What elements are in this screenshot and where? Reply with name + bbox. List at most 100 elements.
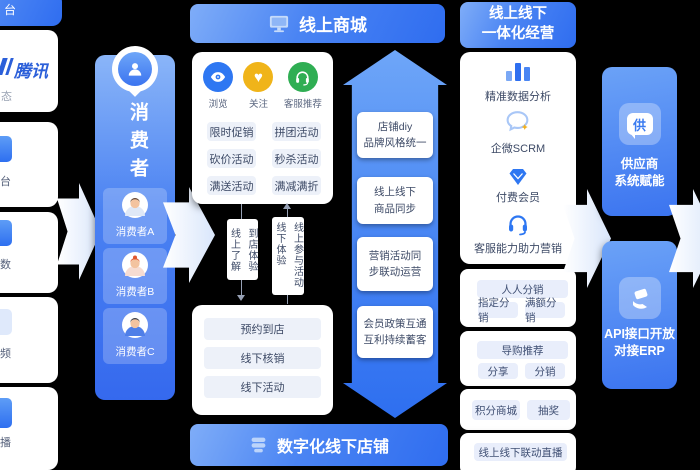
distribution-main-button[interactable]: 人人分销 [477, 280, 568, 298]
data-icon [0, 220, 12, 246]
tencent-partial-text: 态 [1, 91, 12, 103]
lottery-button[interactable]: 抽奖 [527, 400, 570, 420]
integration-title-line1: 线上线下 [489, 6, 547, 23]
channel-follow-label: 关注 [248, 99, 268, 110]
activity-button[interactable]: 拼团活动 [272, 122, 321, 141]
live-card: 线上线下联动直播 [460, 433, 576, 470]
left-top-box: 台 [0, 0, 62, 26]
offline-store-banner: 数字化线下店铺 [190, 424, 448, 466]
sync-item-text: 店铺diy [377, 120, 413, 133]
sync-item-3: 营销活动同 步联动运营 [357, 237, 433, 291]
feature-label: 付费会员 [496, 192, 540, 204]
sync-item-text: 步联动运营 [368, 266, 422, 278]
points-mall-button[interactable]: 积分商城 [472, 400, 520, 420]
offline-button[interactable]: 预约到店 [204, 318, 321, 340]
connector-text: 线下体验 [274, 222, 285, 266]
left-card-2-label: 数 [0, 259, 11, 271]
connector-line [287, 209, 288, 217]
offline-store-card: 预约到店 线下核销 线下活动 [192, 305, 333, 415]
store-icon [251, 437, 266, 453]
monitor-icon [269, 15, 289, 32]
connector-offline-to-online: 线下体验 线上参与活动 [272, 217, 304, 295]
connector-online-to-offline: 线上了解 到店体验 [227, 219, 258, 280]
api-card: API接口开放 对接ERP [602, 241, 677, 389]
feature-label: 企微SCRM [490, 143, 546, 155]
connector-text: 线上参与活动 [291, 222, 303, 288]
sync-item-text: 会员政策互通 [363, 317, 427, 330]
online-mall-banner: 线上商城 [190, 4, 445, 43]
left-top-box-label: 台 [4, 2, 17, 17]
distribution-sub-button[interactable]: 指定分销 [478, 297, 518, 324]
consumer-a-label: 消费者A [115, 226, 155, 238]
points-card: 积分商城 抽奖 [460, 389, 576, 430]
consumer-item-b: 消费者B [103, 248, 167, 304]
sync-item-text: 品牌风格统一 [363, 137, 427, 149]
feature-label: 客服能力助力营销 [474, 243, 562, 255]
connector-text: 到店体验 [246, 227, 257, 272]
sync-item-2: 线上线下 商品同步 [357, 177, 433, 224]
sync-double-arrow [343, 50, 447, 418]
offline-store-title: 数字化线下店铺 [276, 439, 389, 456]
consumer-c-label: 消费者C [115, 346, 155, 358]
consumer-item-c: 消费者C [103, 308, 167, 364]
consumer-b-label: 消费者B [115, 286, 155, 298]
guide-sub-button[interactable]: 分销 [525, 363, 565, 379]
sync-item-4: 会员政策互通 互利持续蓄客 [357, 306, 433, 358]
left-card-2: 数 [0, 212, 58, 293]
live-button[interactable]: 线上线下联动直播 [474, 443, 567, 461]
feature-label: 精准数据分析 [485, 91, 551, 103]
api-line1: API接口开放 [604, 327, 675, 341]
arrowhead-down [237, 295, 245, 301]
integration-title-line2: 一体化经营 [481, 26, 555, 42]
offline-button[interactable]: 线下核销 [204, 347, 321, 369]
channel-browse-label: 浏览 [208, 99, 228, 110]
activity-button[interactable]: 满送活动 [207, 176, 256, 195]
avatar-consumer-b [122, 252, 148, 278]
hand-card-icon [618, 277, 661, 319]
left-card-4-label: 播 [0, 437, 11, 449]
integration-header: 线上线下 一体化经营 [460, 2, 576, 48]
platform-icon [0, 136, 12, 162]
sync-item-1: 店铺diy 品牌风格统一 [357, 112, 433, 158]
online-mall-title: 线上商城 [299, 16, 367, 35]
tencent-card: 腾讯 态 [0, 30, 58, 112]
left-card-1: 台 [0, 122, 58, 207]
consumer-item-a: 消费者A [103, 188, 167, 244]
activity-button[interactable]: 砍价活动 [207, 149, 256, 168]
diamond-icon [509, 169, 527, 185]
channel-service-label: 客服推荐 [283, 99, 322, 110]
person-pin-icon [118, 52, 152, 86]
bar-chart-icon [506, 63, 530, 81]
left-card-1-label: 台 [0, 176, 11, 188]
sync-item-text: 线上线下 [374, 186, 416, 199]
connector-text: 线上了解 [228, 227, 240, 272]
integration-feature-card: 精准数据分析 企微SCRM 付费会员 客服能力助力营销 [460, 52, 576, 264]
guide-sub-button[interactable]: 分享 [478, 363, 518, 379]
guide-card: 导购推荐 分享 分销 [460, 331, 576, 386]
distribution-card: 人人分销 指定分销 满额分销 [460, 269, 576, 327]
tencent-logo: 腾讯 [14, 62, 48, 81]
consumer-column [95, 55, 175, 400]
supplier-line2: 系统赋能 [614, 174, 665, 188]
activity-button[interactable]: 限时促销 [207, 122, 256, 141]
connector-line [241, 204, 242, 219]
api-line2: 对接ERP [614, 344, 665, 358]
activity-button[interactable]: 秒杀活动 [272, 149, 321, 168]
offline-button[interactable]: 线下活动 [204, 376, 321, 398]
online-mall-card: 浏览 ♥ 关注 客服推荐 限时促销 拼团活动 砍价 [192, 52, 333, 204]
headset-icon [296, 70, 310, 86]
chat-icon [506, 111, 529, 132]
guide-main-button[interactable]: 导购推荐 [477, 341, 568, 359]
supplier-card: 供 供应商 系统赋能 [602, 67, 677, 216]
eye-icon [211, 72, 226, 82]
activity-button[interactable]: 满减满折 [272, 176, 321, 195]
supplier-icon: 供 [618, 103, 661, 145]
live-icon [0, 398, 12, 428]
video-icon [0, 309, 12, 335]
arrowhead-up [283, 203, 291, 209]
distribution-sub-button[interactable]: 满额分销 [525, 297, 565, 324]
consumer-title: 消费者 [127, 102, 148, 186]
headset-icon [509, 215, 527, 236]
supplier-line1: 供应商 [620, 157, 659, 171]
avatar-consumer-a [122, 192, 148, 218]
